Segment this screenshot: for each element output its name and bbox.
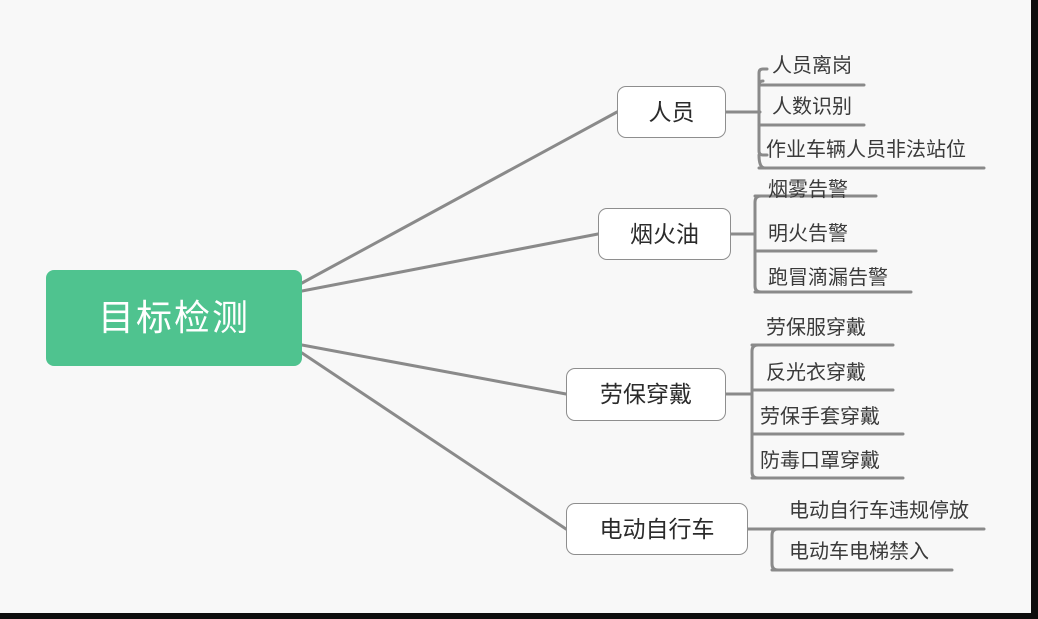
leaf-node-4-2[interactable]: 电动车电梯禁入 <box>789 541 929 563</box>
edge-root-to-branch-1 <box>300 110 619 285</box>
root-node[interactable]: 目标检测 <box>46 270 302 366</box>
branch-node-1-label: 人员 <box>648 98 695 125</box>
branch-node-4-label: 电动自行车 <box>599 515 715 542</box>
bracket-corner-1-bot <box>757 153 767 170</box>
leaf-node-2-1[interactable]: 烟雾告警 <box>768 179 848 201</box>
leaf-node-4-1[interactable]: 电动自行车违规停放 <box>789 500 969 522</box>
bracket-spine-4 <box>770 527 780 572</box>
leaf-node-2-3[interactable]: 跑冒滴漏告警 <box>768 267 888 289</box>
leaf-node-1-3[interactable]: 作业车辆人员非法站位 <box>766 139 966 161</box>
right-edge-band <box>1031 0 1038 619</box>
leaf-node-1-2[interactable]: 人数识别 <box>772 96 852 118</box>
leaf-node-3-1[interactable]: 劳保服穿戴 <box>766 317 866 339</box>
branch-node-2-label: 烟火油 <box>630 220 699 247</box>
branch-node-2[interactable]: 烟火油 <box>598 208 731 260</box>
branch-node-3-label: 劳保穿戴 <box>600 381 692 407</box>
leaf-node-2-2[interactable]: 明火告警 <box>768 223 848 245</box>
bracket-corner-1-top <box>757 79 765 87</box>
branch-node-3[interactable]: 劳保穿戴 <box>566 368 726 421</box>
leaf-node-3-2[interactable]: 反光衣穿戴 <box>766 362 866 384</box>
root-node-label: 目标检测 <box>97 297 250 338</box>
branch-node-4[interactable]: 电动自行车 <box>566 503 748 555</box>
leaf-node-1-1[interactable]: 人员离岗 <box>772 55 852 77</box>
leaf-node-3-3[interactable]: 劳保手套穿戴 <box>760 406 880 428</box>
bottom-edge-band <box>0 613 1038 619</box>
leaf-node-3-4[interactable]: 防毒口罩穿戴 <box>760 450 880 472</box>
bracket-spine-3 <box>750 343 760 480</box>
edge-root-to-branch-2 <box>300 232 600 293</box>
bracket-spine-2 <box>753 194 763 294</box>
branch-node-1[interactable]: 人员 <box>617 86 726 138</box>
edge-root-to-branch-3 <box>300 343 568 396</box>
edge-root-to-branch-4 <box>300 351 568 531</box>
